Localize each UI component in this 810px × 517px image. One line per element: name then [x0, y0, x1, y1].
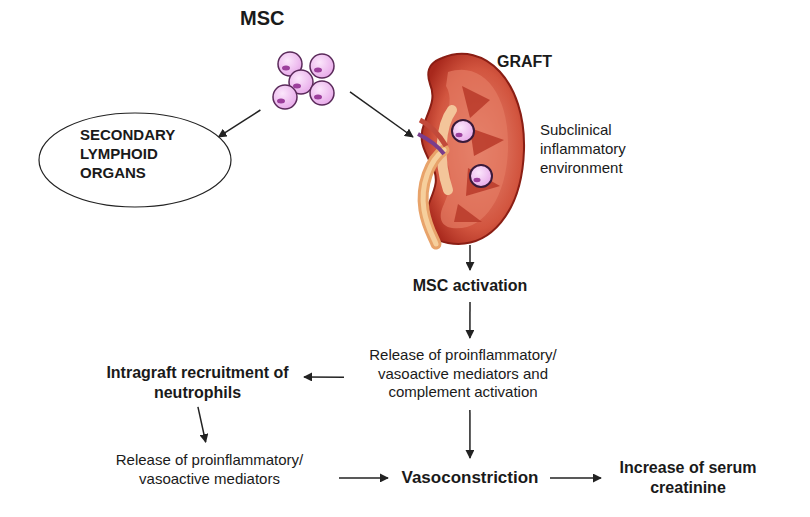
arrow-connector	[350, 92, 413, 137]
organ-ellipse: SECONDARY LYMPHOID ORGANS	[38, 112, 232, 208]
process-box: Release of proinflammatory/ vasoactive m…	[348, 340, 578, 408]
process-box: Release of proinflammatory/ vasoactive m…	[82, 448, 337, 492]
arrow-connector	[339, 477, 388, 479]
msc-cells	[273, 52, 334, 109]
node-note: Subclinical inflammatory environment	[540, 121, 658, 177]
node-label: SECONDARY LYMPHOID ORGANS	[80, 126, 205, 182]
arrow-connector	[304, 376, 344, 378]
process-box: Vasoconstriction	[392, 464, 548, 492]
arrow-connector	[218, 110, 260, 137]
ellipse-outline	[39, 113, 231, 207]
node-label: Intragraft recruitment of neutrophils	[95, 363, 300, 403]
arrow-connector	[469, 410, 471, 458]
process-box: Intragraft recruitment of neutrophils	[95, 361, 300, 405]
process-box: Increase of serum creatinine	[603, 455, 773, 501]
node-label: MSC activation	[392, 276, 548, 296]
node-label: Increase of serum creatinine	[603, 458, 773, 498]
process-box: MSC activation	[392, 272, 548, 300]
node-label: GRAFT	[497, 52, 552, 72]
kidney-illustration	[418, 54, 524, 244]
node-label: Vasoconstriction	[392, 467, 548, 488]
node-label: Release of proinflammatory/ vasoactive m…	[348, 346, 578, 402]
graft-region: GRAFT Subclinical inflammatory environmen…	[395, 45, 695, 245]
arrow-connector	[469, 302, 471, 338]
msc-cell	[194, 120, 492, 187]
node-label: Release of proinflammatory/ vasoactive m…	[82, 451, 337, 489]
arrow-connector	[198, 407, 206, 442]
arrow-connector	[550, 477, 601, 479]
node-label: MSC	[240, 6, 284, 31]
cell-cluster: MSC	[238, 4, 350, 110]
arrow-connector	[469, 245, 471, 270]
